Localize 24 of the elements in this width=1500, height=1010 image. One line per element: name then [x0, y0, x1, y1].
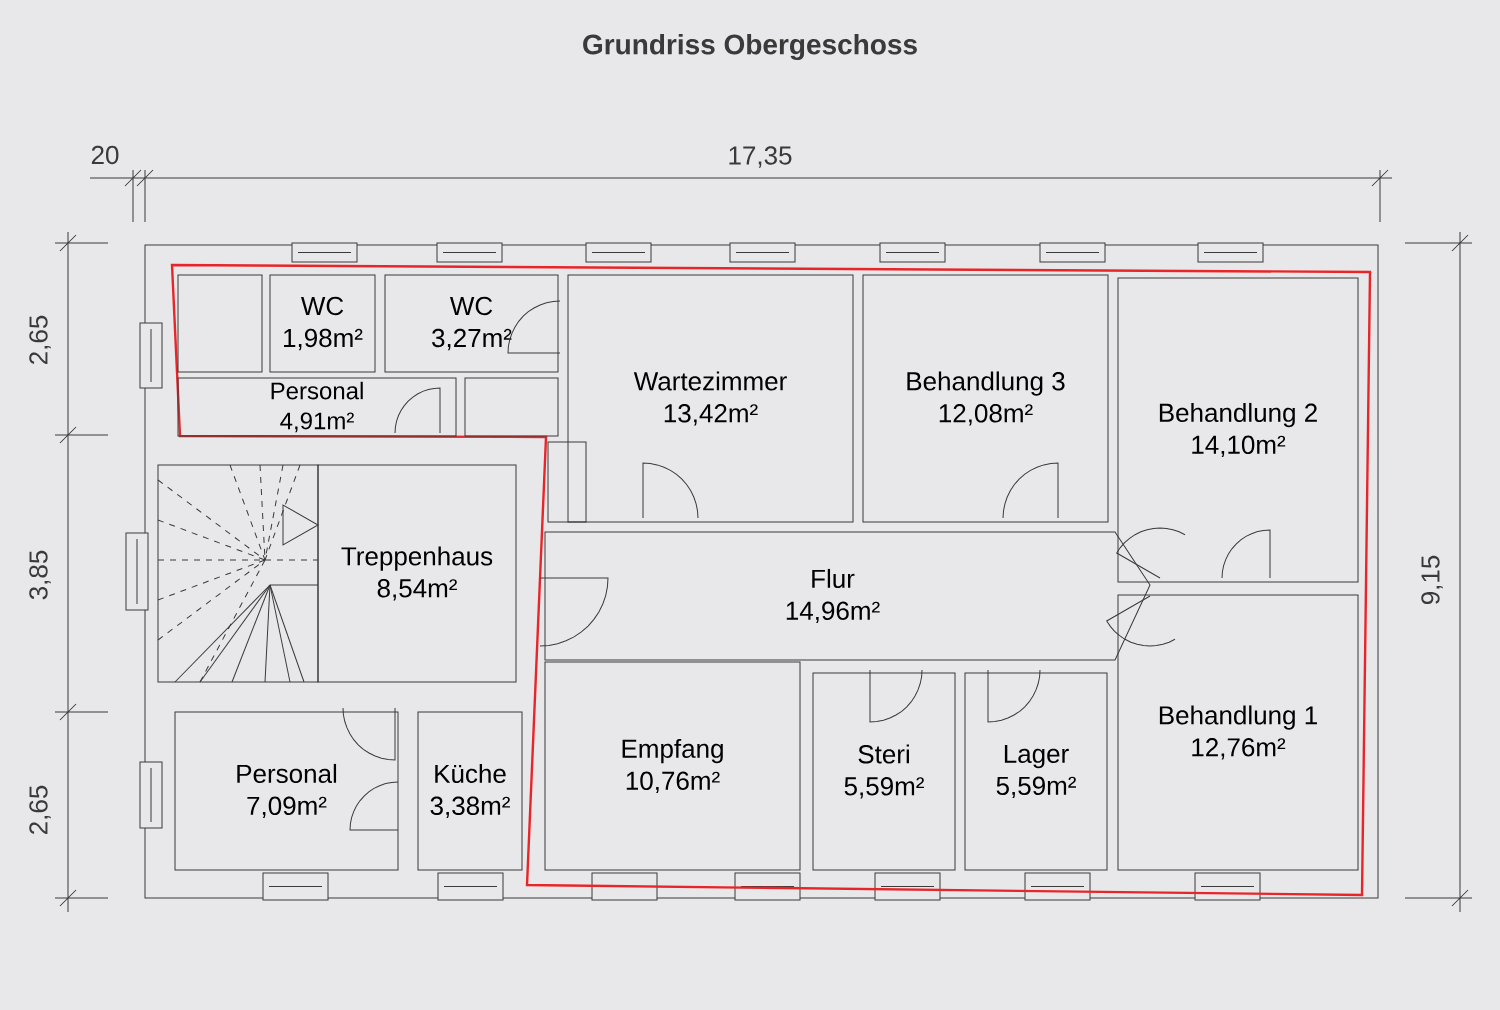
room: Steri 5,59m²: [812, 672, 956, 871]
room: [177, 274, 263, 373]
room: [547, 441, 587, 523]
dimension-label: 17,35: [729, 146, 792, 168]
room: Personal 4,91m²: [177, 377, 457, 437]
room: Wartezimmer 13,42m²: [567, 274, 854, 523]
room: Flur 14,96m²: [544, 531, 1151, 661]
dimension-label: 2,65: [29, 785, 51, 834]
dimension-label: 9,15: [1421, 555, 1443, 605]
room: Behandlung 3 12,08m²: [862, 274, 1109, 523]
title: Grundriss Obergeschoss: [583, 33, 917, 61]
room: Behandlung 2 14,10m²: [1117, 277, 1359, 583]
room: Personal 7,09m²: [174, 711, 399, 871]
room: [464, 377, 559, 437]
dimension-label: 3,85: [29, 550, 51, 600]
room: Treppenhaus 8,54m²: [317, 464, 517, 683]
room: WC 1,98m²: [269, 274, 376, 373]
room: Lager 5,59m²: [964, 672, 1108, 871]
dimension-label: 20: [91, 145, 119, 165]
room: WC 3,27m²: [384, 274, 559, 373]
room: Küche 3,38m²: [417, 711, 523, 871]
room: Behandlung 1 12,76m²: [1117, 594, 1359, 871]
room: Empfang 10,76m²: [544, 661, 801, 871]
dimension-label: 2,65: [29, 315, 51, 364]
